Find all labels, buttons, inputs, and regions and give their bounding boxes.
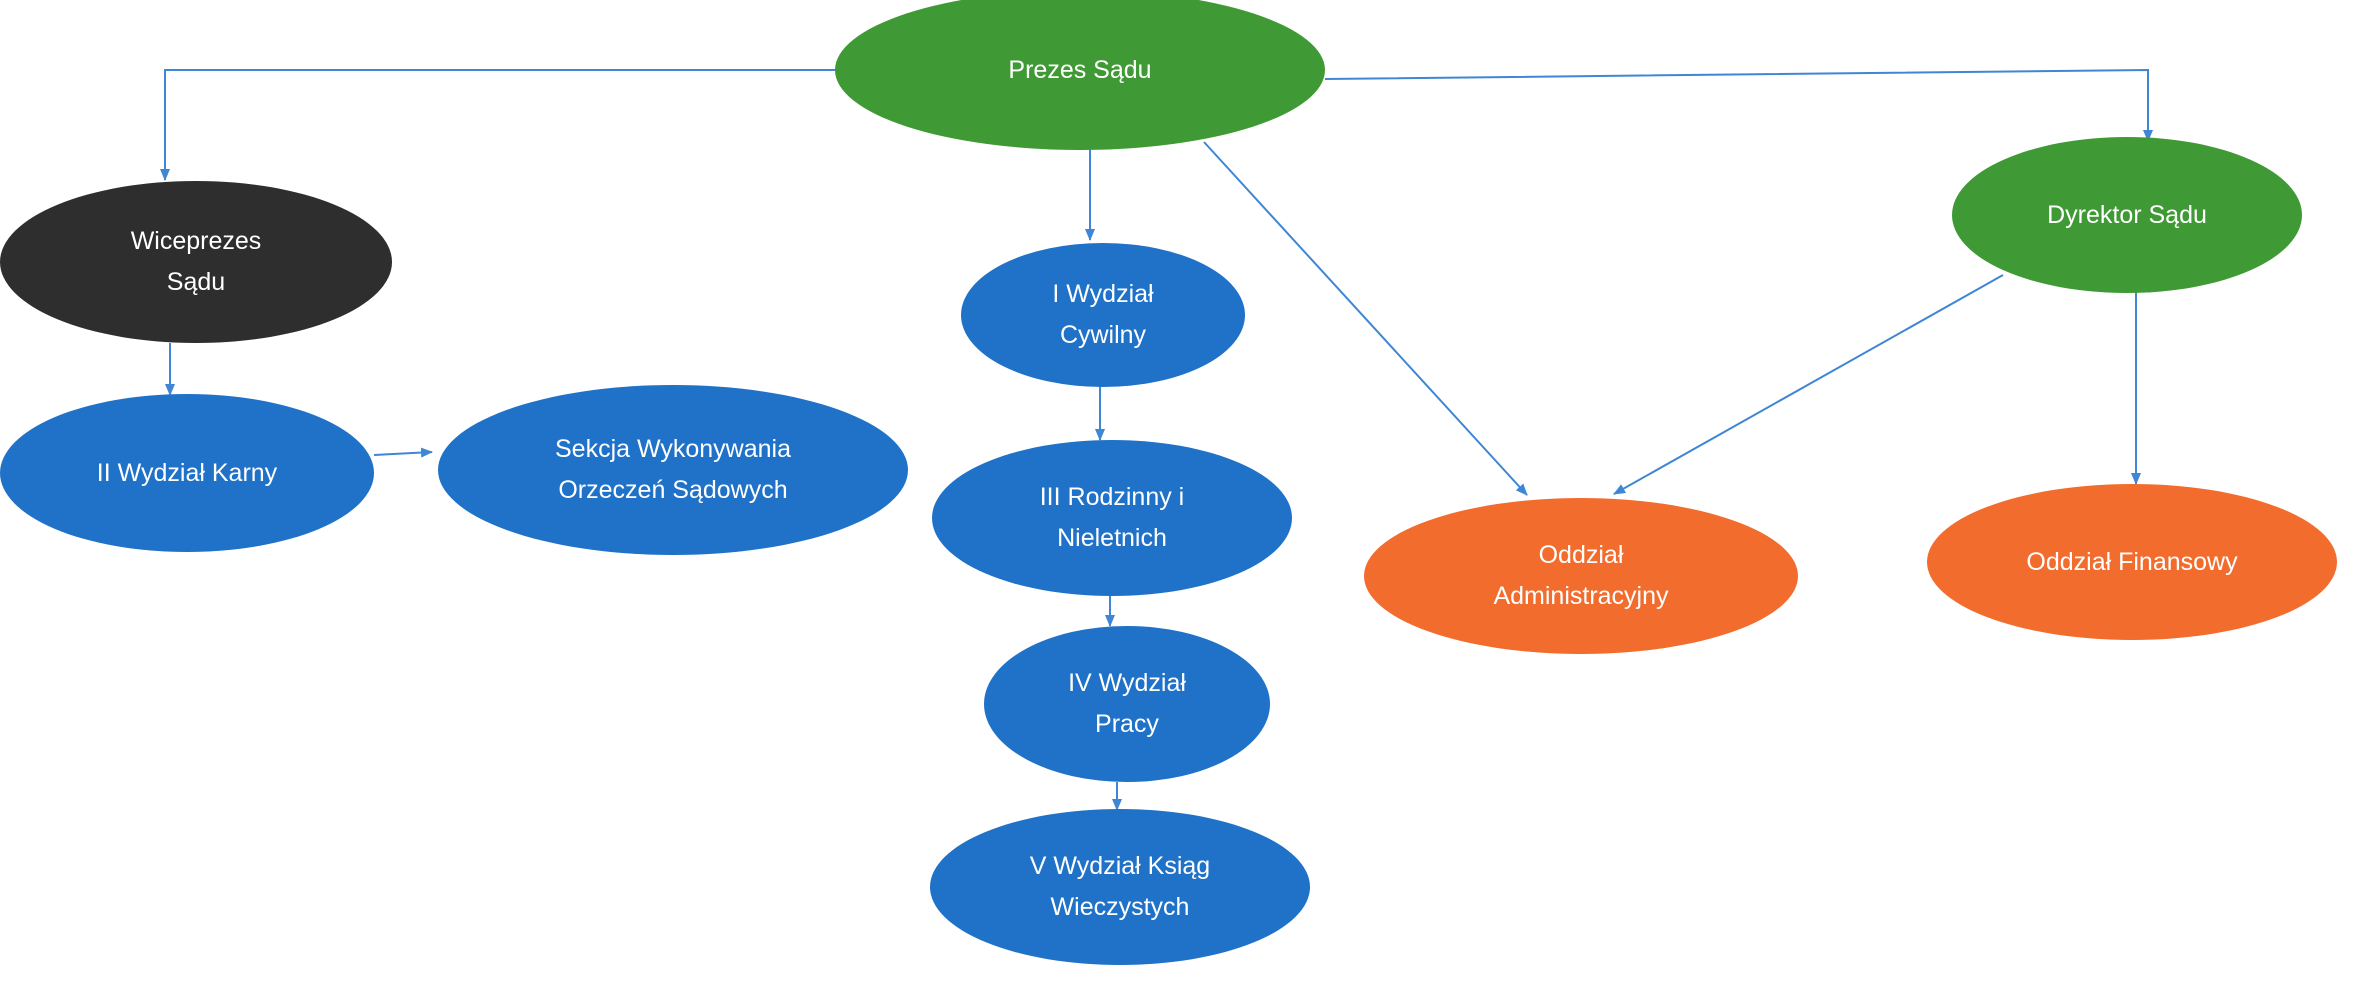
node-label-wydzial-iii: III Rodzinny i Nieletnich (1039, 483, 1185, 552)
node-label-wydzial-iv: IV Wydział Pracy (1068, 669, 1186, 738)
node-oddzial-administracyjny (1364, 498, 1798, 654)
node-prezes-sadu (835, 0, 1325, 150)
connectors (160, 68, 2153, 811)
connector-dyrektor-sadu-to-oddzial-administracyjny (1613, 274, 2004, 495)
node-wydzial-v (930, 809, 1310, 965)
node-label-wydzial-i: I Wydział Cywilny (1052, 280, 1154, 349)
node-label-wydzial-ii: II Wydział Karny (96, 458, 278, 487)
node-label-wydzial-v: V Wydział Ksiąg Wieczystych (1029, 852, 1211, 921)
node-label-prezes-sadu: Prezes Sądu (1008, 55, 1152, 84)
node-label-dyrektor-sadu: Dyrektor Sądu (2047, 200, 2207, 229)
node-sekcja-wykonywania (438, 385, 908, 555)
node-label-oddzial-finansowy: Oddział Finansowy (2026, 547, 2238, 576)
connector-prezes-sadu-to-oddzial-administracyjny (1203, 141, 1528, 496)
connector-prezes-sadu-to-dyrektor-sadu (1324, 68, 2153, 142)
node-wydzial-iii (932, 440, 1292, 596)
node-oddzial-finansowy (1927, 484, 2337, 640)
node-wydzial-i (961, 243, 1245, 387)
node-label-oddzial-administracyjny: Oddział Administracyjny (1493, 541, 1669, 610)
node-label-sekcja-wykonywania: Sekcja Wykonywania Orzeczeń Sądowych (555, 435, 791, 504)
node-wiceprezes-sadu (0, 181, 392, 343)
node-dyrektor-sadu (1952, 137, 2302, 293)
connector-prezes-sadu-to-wiceprezes-sadu (160, 69, 840, 181)
connector-wydzial-ii-to-sekcja-wykonywania (373, 447, 433, 458)
node-wydzial-ii (0, 394, 374, 552)
node-label-wiceprezes-sadu: Wiceprezes Sądu (130, 227, 262, 296)
node-wydzial-iv (984, 626, 1270, 782)
nodes (0, 0, 2337, 965)
